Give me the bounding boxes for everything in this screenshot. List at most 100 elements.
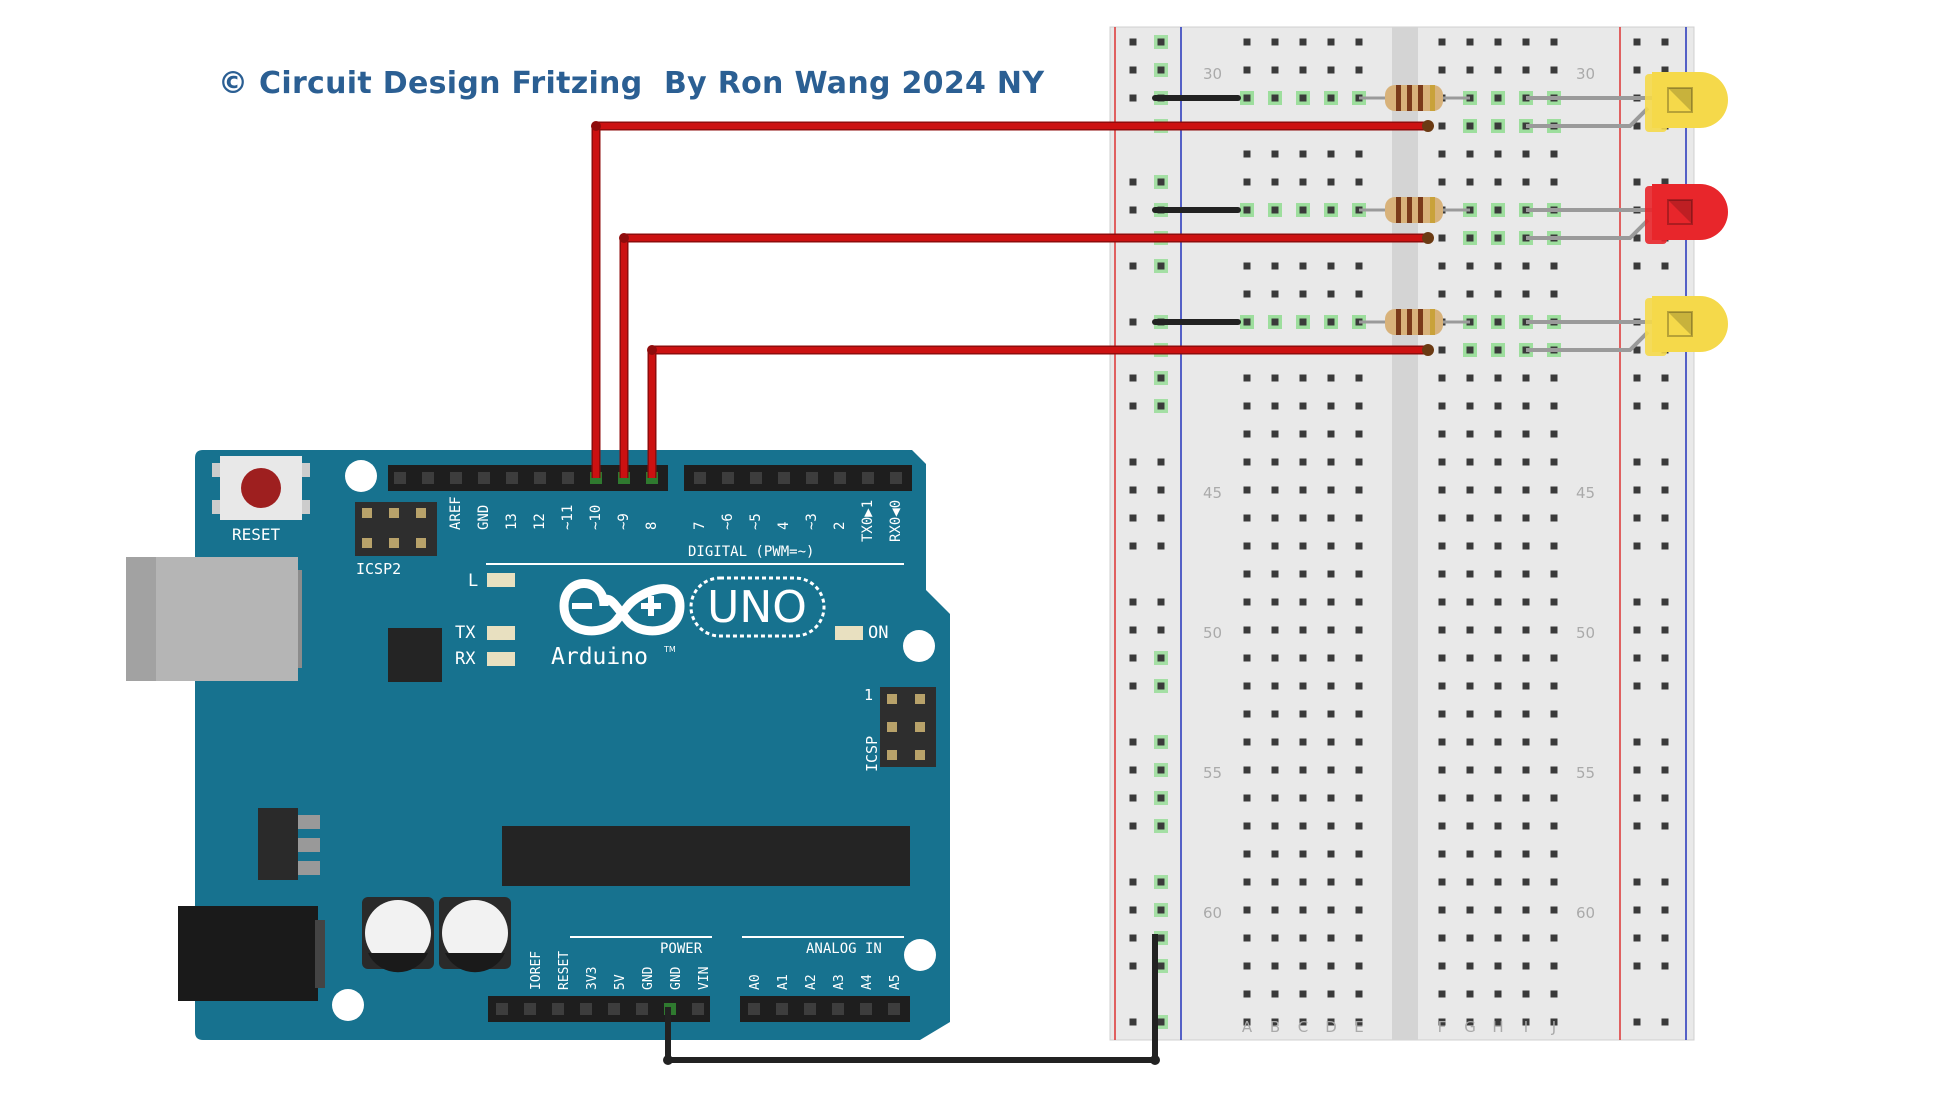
header-pin[interactable] <box>862 472 874 484</box>
breadboard-hole <box>1327 38 1335 46</box>
column-letter-a: A <box>1242 1018 1253 1036</box>
breadboard-hole <box>1299 682 1307 690</box>
analog-pin[interactable] <box>748 1003 760 1015</box>
header-pin[interactable] <box>450 472 462 484</box>
digital-pin-label: ~10 <box>588 505 604 530</box>
analog-pin[interactable] <box>860 1003 872 1015</box>
rail-hole <box>1157 822 1165 830</box>
breadboard-hole <box>1522 738 1530 746</box>
power-pin[interactable] <box>496 1003 508 1015</box>
breadboard-hole <box>1522 150 1530 158</box>
breadboard-hole <box>1494 94 1502 102</box>
breadboard-hole <box>1355 906 1363 914</box>
breadboard-hole <box>1494 542 1502 550</box>
breadboard-hole <box>1243 542 1251 550</box>
row-number-45-left: 45 <box>1203 484 1222 502</box>
rail-hole <box>1129 878 1137 886</box>
capacitor <box>362 897 434 973</box>
header-pin[interactable] <box>506 472 518 484</box>
breadboard-hole <box>1327 542 1335 550</box>
breadboard-hole <box>1355 850 1363 858</box>
breadboard-hole <box>1494 486 1502 494</box>
breadboard-hole <box>1494 458 1502 466</box>
ground-wire <box>665 934 1158 1063</box>
power-pin[interactable] <box>608 1003 620 1015</box>
header-pin[interactable] <box>694 472 706 484</box>
power-pin[interactable] <box>692 1003 704 1015</box>
header-pin[interactable] <box>394 472 406 484</box>
power-pin[interactable] <box>580 1003 592 1015</box>
breadboard-hole <box>1271 934 1279 942</box>
rail-hole <box>1129 206 1137 214</box>
breadboard-hole <box>1271 262 1279 270</box>
header-pin[interactable] <box>806 472 818 484</box>
breadboard-hole <box>1271 318 1279 326</box>
rail-hole <box>1633 934 1641 942</box>
rail-hole <box>1129 542 1137 550</box>
breadboard-hole <box>1243 682 1251 690</box>
power-pin[interactable] <box>524 1003 536 1015</box>
breadboard-hole <box>1271 402 1279 410</box>
breadboard-hole <box>1299 542 1307 550</box>
breadboard-hole <box>1327 262 1335 270</box>
breadboard-hole <box>1466 1018 1474 1026</box>
reset-button[interactable] <box>212 456 310 520</box>
breadboard-hole <box>1494 794 1502 802</box>
reset-label: RESET <box>232 525 281 544</box>
breadboard-hole <box>1466 402 1474 410</box>
power-pin[interactable] <box>636 1003 648 1015</box>
breadboard-hole <box>1327 94 1335 102</box>
rail-hole <box>1661 402 1669 410</box>
breadboard-hole <box>1494 402 1502 410</box>
analog-pin[interactable] <box>888 1003 900 1015</box>
rail-hole <box>1633 542 1641 550</box>
breadboard-hole <box>1327 1018 1335 1026</box>
header-pin[interactable] <box>562 472 574 484</box>
breadboard-hole <box>1522 682 1530 690</box>
header-pin[interactable] <box>750 472 762 484</box>
rail-hole <box>1129 934 1137 942</box>
breadboard-hole <box>1355 66 1363 74</box>
breadboard-hole <box>1522 990 1530 998</box>
breadboard-hole <box>1299 486 1307 494</box>
header-pin[interactable] <box>778 472 790 484</box>
breadboard-hole <box>1355 878 1363 886</box>
breadboard-hole <box>1438 990 1446 998</box>
breadboard-hole <box>1466 346 1474 354</box>
breadboard-hole <box>1243 878 1251 886</box>
icsp-header <box>880 687 936 767</box>
breadboard-hole <box>1550 934 1558 942</box>
digital-pin-label: ~3 <box>804 513 820 530</box>
analog-in-label: ANALOG IN <box>806 941 882 957</box>
breadboard-hole <box>1466 794 1474 802</box>
analog-pin[interactable] <box>804 1003 816 1015</box>
digital-pin-label: ~9 <box>616 513 632 530</box>
analog-pin[interactable] <box>776 1003 788 1015</box>
header-pin[interactable] <box>478 472 490 484</box>
breadboard-hole <box>1299 794 1307 802</box>
breadboard-hole <box>1243 290 1251 298</box>
breadboard-hole <box>1466 262 1474 270</box>
breadboard-hole <box>1494 822 1502 830</box>
breadboard-hole <box>1522 934 1530 942</box>
led-2 <box>1526 184 1728 244</box>
breadboard-hole <box>1355 486 1363 494</box>
analog-pin[interactable] <box>832 1003 844 1015</box>
breadboard-hole <box>1299 94 1307 102</box>
breadboard-hole <box>1438 290 1446 298</box>
digital-pin-label: 4 <box>776 522 792 530</box>
power-pin-label: GND <box>669 966 684 990</box>
header-pin[interactable] <box>890 472 902 484</box>
breadboard-hole <box>1327 710 1335 718</box>
rail-hole <box>1157 626 1165 634</box>
header-pin[interactable] <box>722 472 734 484</box>
breadboard-hole <box>1494 262 1502 270</box>
header-pin[interactable] <box>834 472 846 484</box>
header-pin[interactable] <box>422 472 434 484</box>
breadboard-hole <box>1522 598 1530 606</box>
power-pin[interactable] <box>552 1003 564 1015</box>
breadboard-hole <box>1243 738 1251 746</box>
header-pin[interactable] <box>534 472 546 484</box>
breadboard-hole <box>1522 962 1530 970</box>
